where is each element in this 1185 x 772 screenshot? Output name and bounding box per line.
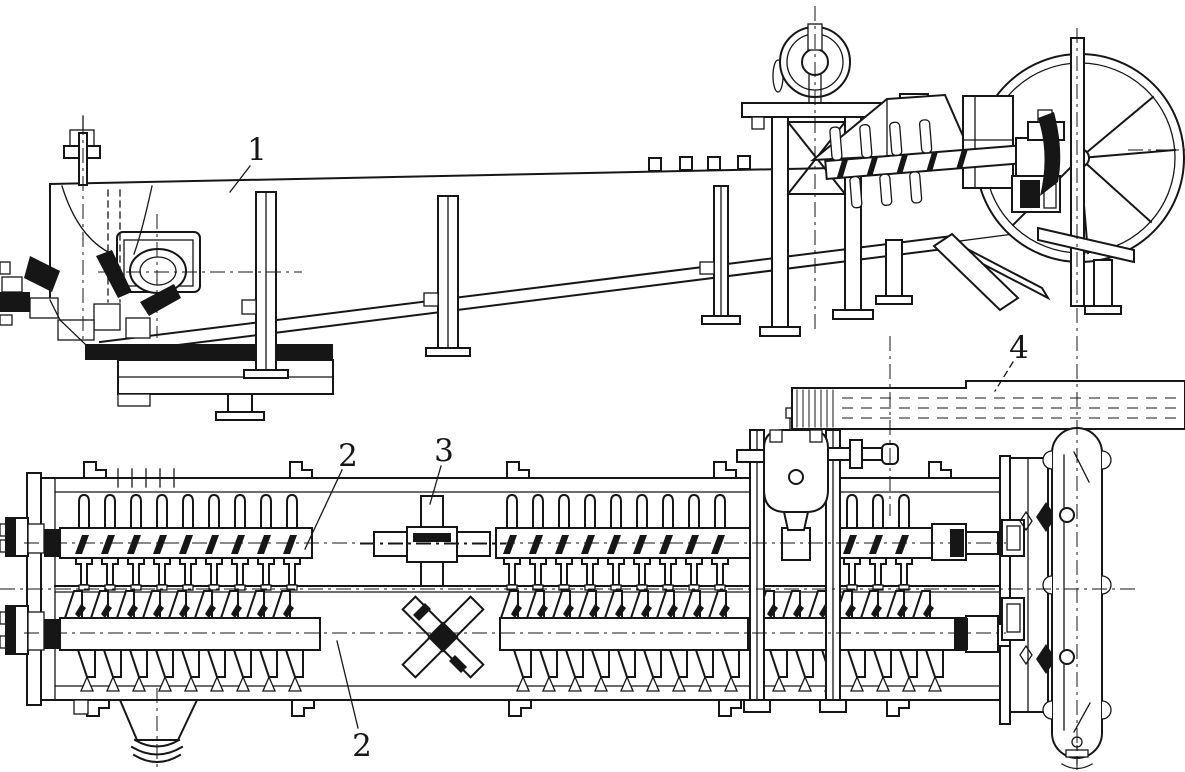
callout-4-label: 4 <box>1009 330 1029 366</box>
callout-3-label: 3 <box>434 433 454 469</box>
shaft-end-stubs-left <box>0 517 45 655</box>
wall-bracket <box>289 461 313 479</box>
support-leg <box>423 195 471 357</box>
wall-bracket <box>86 699 110 717</box>
crank-arm <box>1038 112 1061 196</box>
callout-4: 4 <box>994 330 1029 392</box>
callout-2-upper-label: 2 <box>338 438 358 474</box>
feed-end-mechanism <box>0 115 334 421</box>
callout-2-lower: 2 <box>336 640 372 764</box>
drive-belt <box>791 380 1185 430</box>
paddle-shaft-lower <box>44 590 1015 692</box>
wall-bracket <box>506 461 530 479</box>
wall-bracket <box>83 461 107 479</box>
callouts: 1 2 3 2 4 <box>229 132 1029 764</box>
paddle-tip <box>679 156 693 171</box>
end-flange-plate <box>1001 457 1056 713</box>
drive-pulley <box>772 23 851 104</box>
paddle-tip <box>707 156 721 171</box>
intermediate-bearing <box>360 495 506 587</box>
support-leg <box>241 191 289 379</box>
callout-1: 1 <box>229 132 267 193</box>
callout-1-label: 1 <box>247 132 267 168</box>
support-leg <box>699 185 741 325</box>
head-paddle-shaft <box>824 119 1039 209</box>
wall-bracket <box>713 461 737 479</box>
cross-paddle-set <box>401 595 485 679</box>
wall-bracket <box>718 699 742 717</box>
wall-bracket <box>928 461 952 479</box>
wall-bracket <box>508 699 532 717</box>
callout-3: 3 <box>429 433 454 505</box>
head-support-frame <box>875 226 1135 315</box>
paddle-tip <box>648 157 662 172</box>
paddle-tip <box>737 155 751 170</box>
head-bearing-pedestal <box>1011 109 1065 213</box>
centerlines-plan <box>0 28 1140 770</box>
plan-view <box>0 28 1185 770</box>
callout-2-lower-label: 2 <box>352 728 372 764</box>
trough-body <box>48 155 1015 356</box>
side-elevation-view <box>0 6 1185 421</box>
discharge-funnel <box>118 699 199 763</box>
wall-bracket <box>886 699 910 717</box>
inspection-port <box>116 231 201 294</box>
wall-bracket <box>291 699 315 717</box>
callout-2-upper: 2 <box>304 438 358 550</box>
discharge-chute <box>932 232 1020 312</box>
centerlines-side <box>82 6 1185 340</box>
